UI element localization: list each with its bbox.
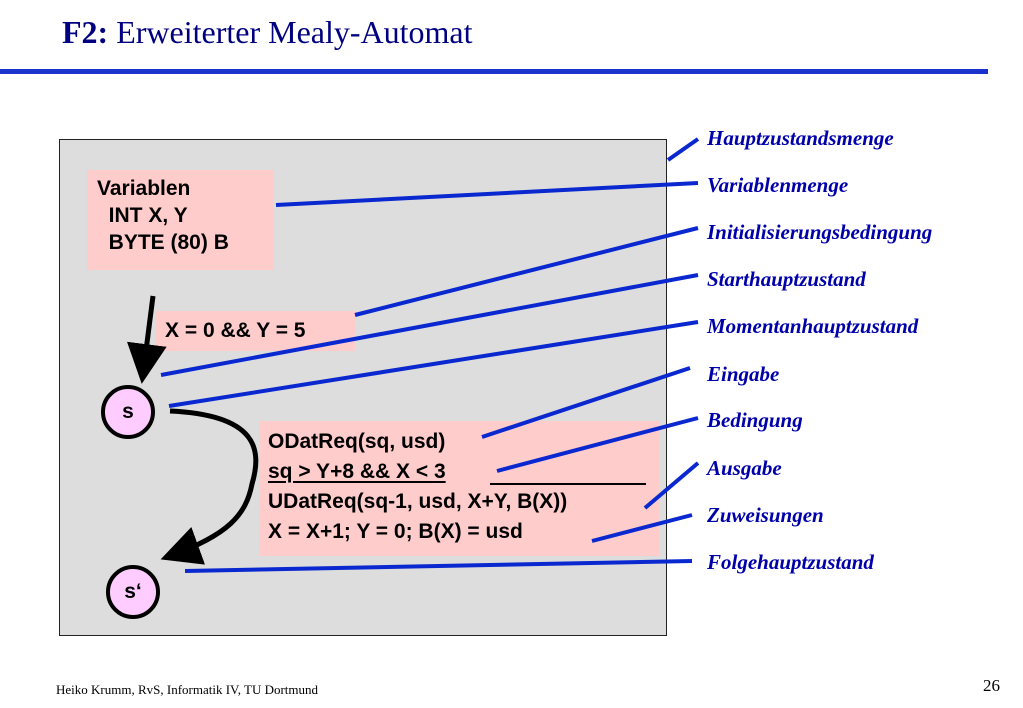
callout-starthauptzustand (160, 273, 699, 377)
label-ausgabe: Ausgabe (707, 456, 782, 480)
label-bedingung: Bedingung (707, 408, 803, 432)
transition-input: ODatReq(sq, usd) (268, 430, 446, 453)
transition-condition: sq > Y+8 && X < 3 (268, 460, 446, 483)
label-starthauptzustand: Starthauptzustand (707, 267, 866, 291)
slide-title: F2: Erweiterter Mealy-Automat (62, 14, 473, 51)
transition-box: ODatReq(sq, usd) sq > Y+8 && X < 3 UDatR… (259, 421, 659, 556)
callout-initialisierungsbedingung (354, 226, 699, 317)
callout-zuweisungen (591, 513, 693, 543)
page-number: 26 (983, 676, 1000, 695)
transition-arrow (160, 408, 259, 565)
callout-folgehauptzustand (184, 559, 693, 573)
label-momentanhauptzustand: Momentanhauptzustand (707, 314, 919, 338)
label-eingabe: Eingabe (707, 362, 780, 386)
label-initialisierungsbedingung: Initialisierungsbedingung (707, 220, 933, 244)
title-rule (0, 69, 988, 74)
variables-box: Variablen INT X, Y BYTE (80) B (87, 170, 273, 270)
label-variablenmenge: Variablenmenge (707, 173, 849, 197)
start-arrow (126, 295, 167, 384)
callout-variablenmenge (275, 181, 699, 207)
callout-bedingung (496, 416, 699, 473)
variables-line-2: BYTE (80) B (97, 231, 229, 254)
footer-text: Heiko Krumm, RvS, Informatik IV, TU Dort… (56, 682, 319, 697)
callout-eingabe (481, 366, 691, 439)
transition-assignments: X = X+1; Y = 0; B(X) = usd (268, 520, 523, 543)
label-folgehauptzustand: Folgehauptzustand (707, 550, 874, 574)
title-text: Erweiterter Mealy-Automat (116, 14, 473, 50)
label-hauptzustandsmenge: Hauptzustandsmenge (707, 126, 894, 150)
callout-hauptzustandsmenge (666, 137, 700, 162)
title-prefix: F2: (62, 14, 109, 50)
callout-momentanhauptzustand (168, 320, 699, 408)
state-start: s (101, 385, 155, 439)
variables-heading: Variablen (97, 177, 191, 200)
variables-line-1: INT X, Y (97, 204, 188, 227)
state-next: s‘ (106, 565, 160, 619)
label-zuweisungen: Zuweisungen (707, 503, 824, 527)
callout-ausgabe (643, 461, 700, 510)
transition-output: UDatReq(sq-1, usd, X+Y, B(X)) (268, 490, 568, 513)
